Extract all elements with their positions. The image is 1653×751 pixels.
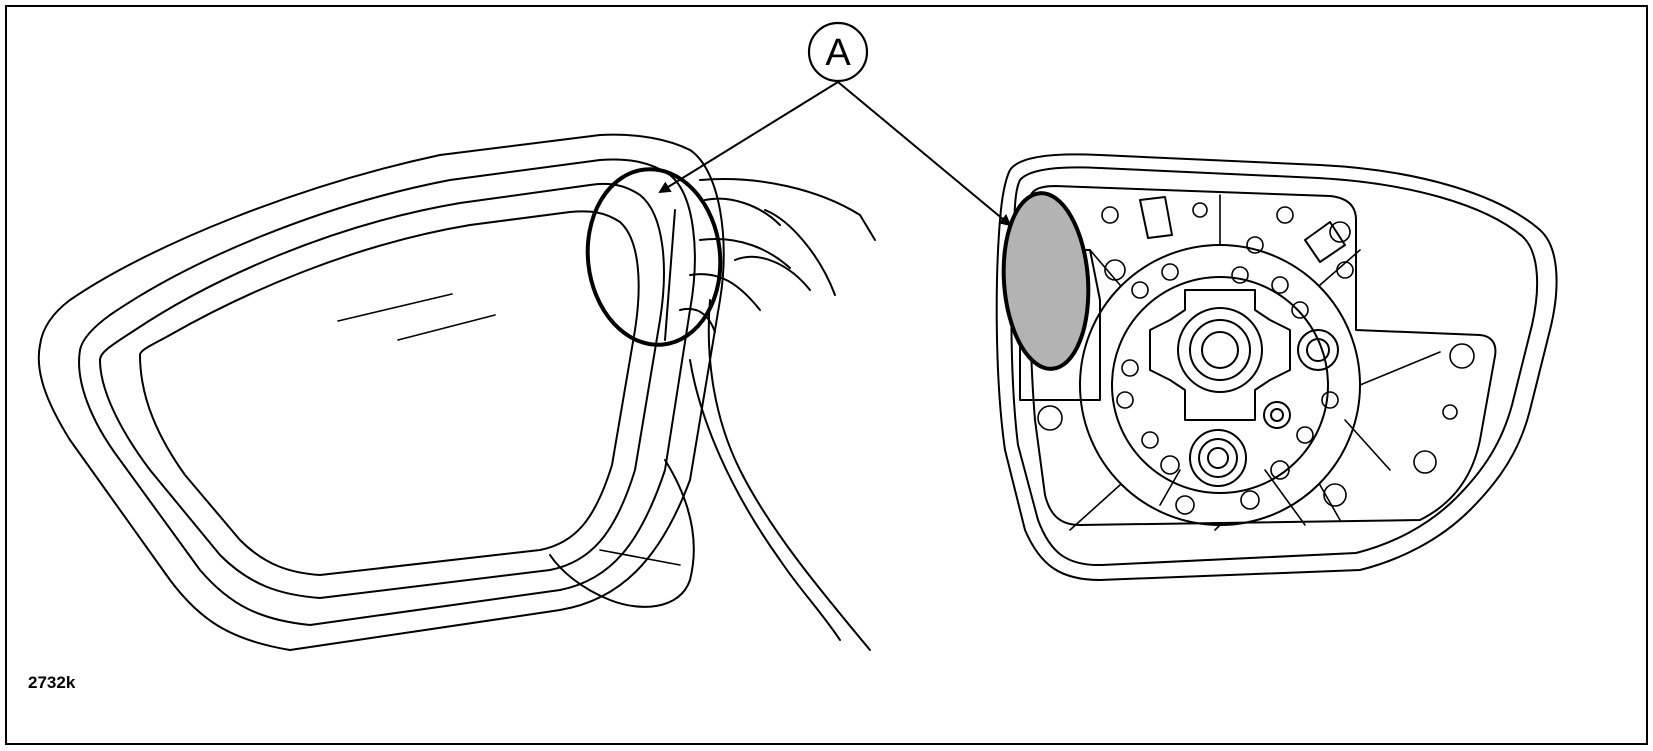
diagram-frame — [5, 5, 1648, 745]
adhesive-pad-highlight — [1001, 191, 1091, 371]
callout-circle — [807, 21, 869, 83]
mirror-back-plate — [995, 153, 1558, 581]
mirror-with-hand — [37, 133, 876, 651]
callout-a: A — [658, 21, 1012, 227]
figure-reference: 2732k — [28, 673, 76, 692]
callout-arrow-right — [837, 81, 1012, 227]
callout-arrow-left — [658, 81, 839, 194]
callout-label: A — [825, 32, 851, 74]
grip-area-ellipse — [585, 167, 723, 347]
